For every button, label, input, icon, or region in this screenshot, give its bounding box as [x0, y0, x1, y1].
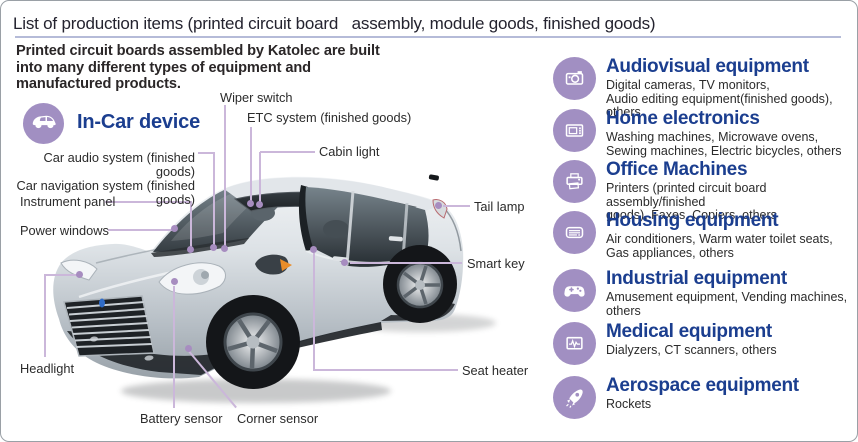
leader-power-windows — [108, 229, 173, 231]
in-car-badge — [23, 103, 64, 144]
in-car-device-label: In-Car device — [77, 111, 201, 133]
equipment-item-home-electronics: Home electronics Washing machines, Micro… — [553, 109, 851, 158]
leader-seat-heater-v — [313, 253, 315, 370]
label-cabin-light: Cabin light — [319, 144, 380, 159]
label-headlight: Headlight — [20, 361, 75, 376]
car-emblem — [99, 298, 105, 308]
dot-tail-lamp — [435, 202, 442, 209]
equipment-title: Home electronics — [606, 108, 760, 129]
monitor-heartbeat-icon — [553, 322, 596, 365]
car-icon — [29, 106, 59, 141]
title-divider — [15, 36, 841, 38]
leader-cabin-light-h — [260, 151, 315, 153]
camera-icon — [553, 57, 596, 100]
car-shadow — [121, 314, 496, 403]
equipment-item-medical: Medical equipment Dialyzers, CT scanners… — [553, 322, 851, 365]
equipment-title: Housing equipment — [606, 210, 779, 231]
equipment-title: Aerospace equipment — [606, 375, 799, 396]
equipment-desc: Washing machines, Microwave ovens, Sewin… — [606, 130, 842, 158]
equipment-item-housing: Housing equipment Air conditioners, Warm… — [553, 211, 851, 260]
label-wiper-switch: Wiper switch — [220, 90, 293, 105]
label-etc-system: ETC system (finished goods) — [247, 110, 412, 125]
dot-wiper-switch — [221, 245, 228, 252]
leader-etc-system — [250, 127, 252, 205]
leader-corner-sensor — [188, 351, 237, 408]
rocket-icon — [553, 376, 596, 419]
equipment-desc: Dialyzers, CT scanners, others — [606, 343, 777, 357]
dot-battery-sensor — [171, 278, 178, 285]
label-power-windows: Power windows — [20, 223, 109, 238]
leader-cabin-light-v — [259, 152, 261, 205]
dot-instrument-panel — [187, 246, 194, 253]
car-front-face — [60, 259, 226, 361]
dot-smart-key — [341, 259, 348, 266]
leader-seat-heater-h — [313, 369, 458, 371]
label-instrument-panel: Instrument panel — [20, 194, 116, 209]
leader-car-audio-v — [213, 152, 215, 246]
mirror-indicator — [280, 259, 292, 271]
leader-headlight-h — [45, 274, 79, 276]
equipment-desc: Rockets — [606, 397, 652, 411]
equipment-title: Medical equipment — [606, 321, 772, 342]
equipment-desc: Printers (printed circuit board assembly… — [606, 181, 777, 222]
printer-icon — [553, 160, 596, 203]
leader-battery-sensor — [173, 286, 175, 408]
leader-instrument-v — [190, 201, 192, 249]
equipment-title: Industrial equipment — [606, 268, 787, 289]
label-seat-heater: Seat heater — [462, 363, 529, 378]
equipment-title: Audiovisual equipment — [606, 56, 809, 77]
leader-wiper-switch — [224, 105, 226, 249]
equipment-desc: Amusement equipment, Vending machines, o… — [606, 290, 848, 318]
equipment-desc: Air conditioners, Warm water toilet seat… — [606, 232, 833, 260]
dot-power-windows — [171, 225, 178, 232]
equipment-item-industrial: Industrial equipment Amusement equipment… — [553, 269, 851, 318]
dot-seat-heater — [310, 246, 317, 253]
label-corner-sensor: Corner sensor — [237, 411, 319, 426]
leader-car-audio-h — [198, 152, 214, 154]
leader-headlight-v — [44, 274, 46, 357]
leader-smart-key — [350, 262, 462, 264]
headlight-right — [158, 262, 226, 295]
dot-cabin-light — [256, 201, 263, 208]
page-title: List of production items (printed circui… — [13, 14, 656, 33]
dot-car-audio — [210, 244, 217, 251]
equipment-item-audiovisual: Audiovisual equipment Digital cameras, T… — [553, 57, 851, 120]
leader-tail-lamp — [443, 205, 470, 207]
dot-etc-system — [247, 200, 254, 207]
label-tail-lamp: Tail lamp — [474, 199, 525, 214]
air-conditioner-icon — [553, 211, 596, 254]
equipment-title: Office Machines — [606, 159, 748, 180]
dot-headlight — [76, 271, 83, 278]
side-mirror — [255, 254, 289, 275]
label-smart-key: Smart key — [467, 256, 525, 271]
label-battery-sensor: Battery sensor — [140, 411, 223, 426]
equipment-item-aerospace: Aerospace equipment Rockets — [553, 376, 851, 419]
car-wheels — [206, 245, 457, 389]
dot-corner-sensor — [185, 345, 192, 352]
microwave-icon — [553, 109, 596, 152]
equipment-desc: Digital cameras, TV monitors, Audio edit… — [606, 78, 833, 119]
gamepad-icon — [553, 269, 596, 312]
equipment-item-office-machines: Office Machines Printers (printed circui… — [553, 160, 851, 223]
intro-text: Printed circuit boards assembled by Kato… — [16, 43, 380, 92]
